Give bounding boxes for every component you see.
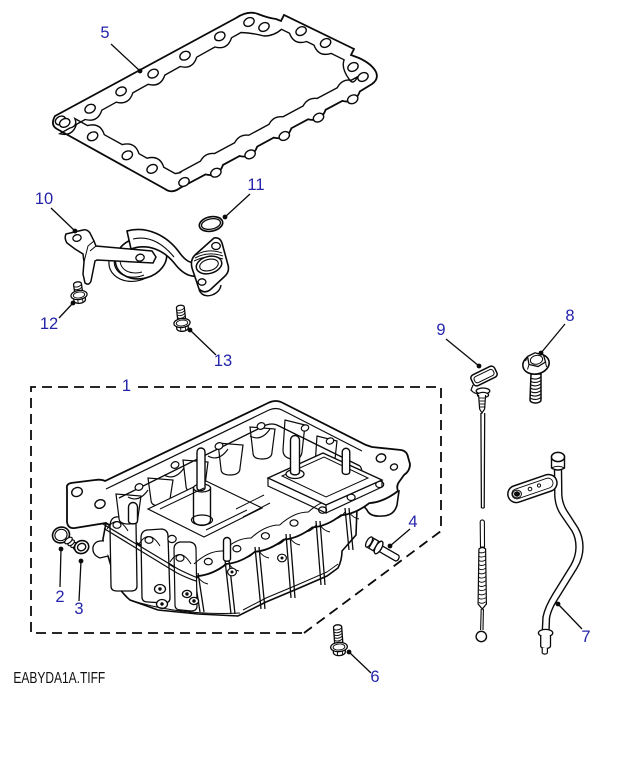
svg-text:3: 3 <box>74 600 83 618</box>
svg-text:2: 2 <box>55 588 64 606</box>
svg-text:1: 1 <box>122 377 131 395</box>
svg-text:7: 7 <box>581 628 590 646</box>
svg-text:13: 13 <box>214 352 232 370</box>
svg-text:10: 10 <box>35 190 53 208</box>
svg-text:12: 12 <box>40 315 58 333</box>
svg-text:EABYDA1A.TIFF: EABYDA1A.TIFF <box>13 668 105 686</box>
svg-text:5: 5 <box>100 24 109 42</box>
svg-text:6: 6 <box>370 668 379 686</box>
svg-text:9: 9 <box>436 321 445 339</box>
svg-text:11: 11 <box>247 176 264 194</box>
svg-text:4: 4 <box>408 513 417 531</box>
svg-text:8: 8 <box>565 307 574 325</box>
